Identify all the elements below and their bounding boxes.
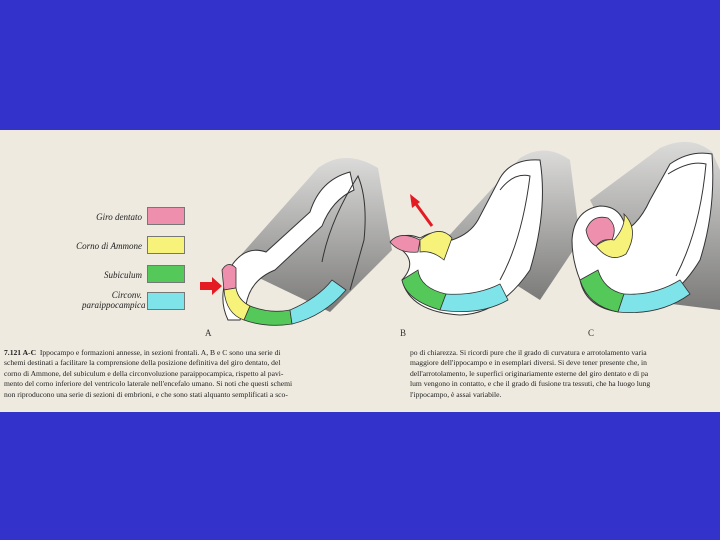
caption-right-line-5: l'ippocampo, è assai variabile.	[410, 389, 502, 399]
legend-swatch-circonv	[147, 292, 185, 310]
caption-right-line-2: maggiore dell'ippocampo e in esemplari d…	[410, 358, 647, 368]
caption-right-line-1: po di chiarezza. Si ricordi pure che il …	[410, 348, 647, 357]
panel-a-red-arrow	[200, 277, 222, 295]
legend-swatch-giro-dentato	[147, 207, 185, 225]
figure-number: 7.121 A-C	[4, 348, 37, 357]
panel-label-a: A	[205, 328, 212, 338]
caption-left: 7.121 A-C Ippocampo e formazioni annesse…	[4, 348, 380, 400]
caption-right-line-4: lum vengono in contatto, e che il grado …	[410, 379, 651, 389]
legend-swatch-subiculum	[147, 265, 185, 283]
panel-label-b: B	[400, 328, 407, 338]
caption-left-line-5: non riproducono una serie di sezioni di …	[4, 389, 288, 399]
caption-right: po di chiarezza. Si ricordi pure che il …	[410, 348, 720, 400]
panel-a-subiculum	[243, 305, 293, 326]
legend-swatch-corno-di-ammone	[147, 236, 185, 254]
hippocampus-diagram	[200, 141, 720, 326]
panel-b-section	[389, 150, 580, 316]
panel-c-section	[571, 141, 720, 313]
panel-b-red-arrow-head	[410, 194, 420, 208]
caption-right-line-3: dell'arrotolamento, le superfici origina…	[410, 368, 649, 378]
panel-c-circonv	[617, 279, 691, 313]
caption-left-line-1: 7.121 A-C Ippocampo e formazioni annesse…	[4, 348, 380, 358]
caption-left-line-4: mento del corno inferiore del ventricolo…	[4, 379, 293, 389]
panel-a-giro-dentato	[221, 264, 237, 291]
legend-label-giro-dentato: Giro dentato	[96, 212, 142, 222]
legend-label-subiculum: Subiculum	[104, 270, 142, 280]
panel-a-section	[200, 158, 392, 326]
panel-a-circonv	[289, 279, 347, 325]
panel-b-corno-di-ammone	[419, 231, 453, 261]
slide-image: Giro dentato Corno di Ammone Subiculum C…	[0, 130, 720, 412]
legend-label-circonv: Circonv. paraippocampica	[82, 290, 146, 310]
legend-label-corno-di-ammone: Corno di Ammone	[76, 241, 142, 251]
panel-a-outer-arc	[321, 174, 366, 291]
panel-b-red-arrow-shaft	[414, 203, 434, 227]
caption-left-line-2: schemi destinati a facilitare la compren…	[4, 358, 281, 368]
caption-left-line-3: corno di Ammone, del subiculum e della c…	[4, 368, 284, 378]
caption-left-line-1-text: Ippocampo e formazioni annesse, in sezio…	[39, 348, 281, 357]
panel-c-corno-di-ammone	[595, 212, 633, 258]
panel-label-c: C	[588, 328, 595, 338]
panel-c-inner-arc	[667, 162, 707, 277]
panel-b-giro-dentato	[389, 235, 421, 253]
panel-b-inner-arc	[499, 174, 531, 281]
panel-b-circonv	[439, 283, 509, 312]
